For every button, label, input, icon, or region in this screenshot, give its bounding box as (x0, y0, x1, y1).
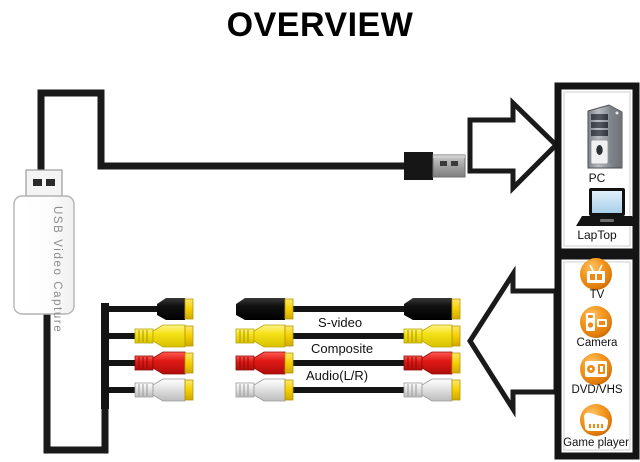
cable-run-composite (107, 333, 135, 339)
caption-dvd-vhs: DVD/VHS (571, 384, 623, 396)
connector-left-s-video (157, 298, 194, 320)
game-player-icon (580, 404, 612, 436)
caption-game-player: Game player (563, 437, 629, 449)
laptop-icon (576, 188, 638, 226)
connector-left-audio-right (134, 351, 194, 375)
usb-a-connector (404, 152, 466, 180)
page-title: OVERVIEW (226, 6, 414, 44)
usb-video-capture-device (13, 169, 75, 315)
usb-cable-path (37, 89, 405, 196)
connector-right-audio-left (403, 378, 461, 402)
dvd-vhs-icon (580, 353, 612, 385)
labelled-cable-lines (236, 306, 404, 393)
connector-right-composite (403, 324, 461, 348)
connector-right-audio-right (403, 351, 461, 375)
cable-run-audio-right (107, 360, 135, 366)
video-sources-panel (554, 252, 640, 460)
cable-label-composite: Composite (311, 341, 374, 356)
connector-mid-audio-right (235, 351, 294, 375)
cable-label-s-video: S-video (318, 315, 363, 330)
cable-run-audio-left (107, 387, 135, 393)
arrow-from-sources (467, 265, 559, 418)
caption-camera: Camera (576, 337, 618, 349)
camera-icon (580, 306, 612, 338)
arrow-to-computer (467, 97, 560, 195)
connector-mid-audio-left (235, 378, 294, 402)
cable-run-s-video (107, 306, 157, 312)
connector-mid-composite (235, 324, 294, 348)
device-label: USB Video Capture (51, 206, 63, 334)
connector-mid-s-video (236, 298, 294, 320)
computer-panel (554, 82, 640, 256)
caption-laptop: LapTop (577, 228, 617, 242)
av-trunk (101, 303, 109, 409)
desktop-tower-icon (587, 104, 623, 169)
caption-pc: PC (588, 171, 606, 185)
connector-left-audio-left (134, 378, 194, 402)
connector-right-s-video (404, 298, 461, 320)
connector-left-composite (134, 324, 194, 348)
caption-tv: TV (589, 289, 605, 301)
tv-icon (580, 258, 612, 290)
cable-label-audio: Audio(L/R) (306, 368, 369, 383)
